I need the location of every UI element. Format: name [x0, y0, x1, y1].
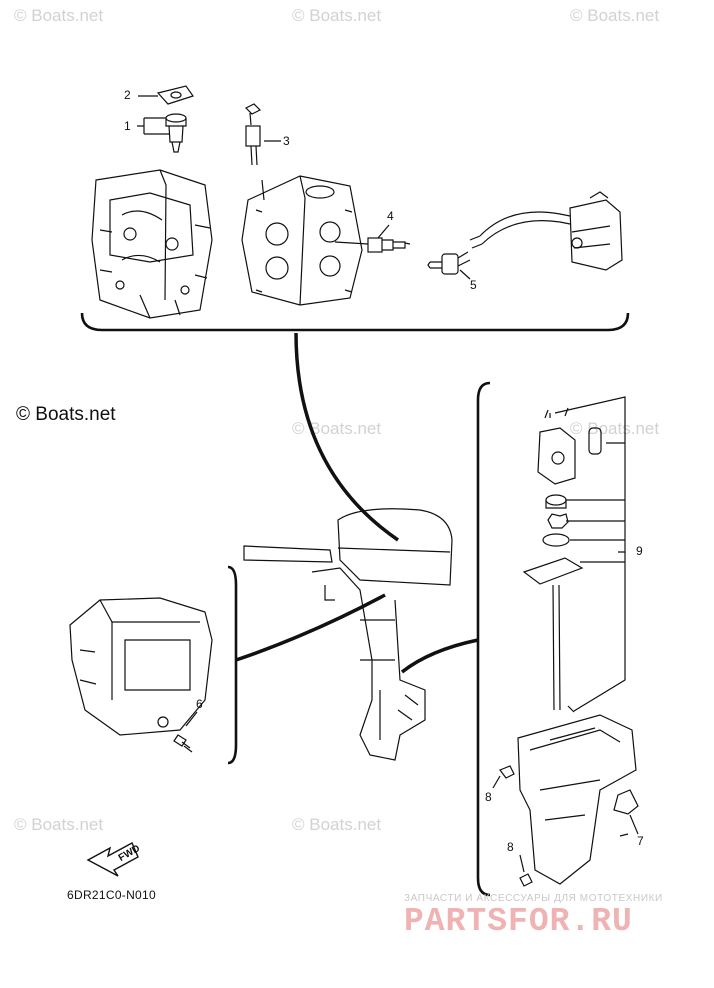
cylinder-head-drawing [241, 175, 363, 306]
brand-logo: PARTSFOR.RU [404, 903, 633, 940]
callout-number: 9 [636, 544, 643, 558]
right-group-bracket [476, 381, 491, 897]
anode-drawing [244, 103, 262, 166]
callout-number: 6 [196, 697, 203, 711]
callout-number: 8 [485, 790, 492, 804]
watermark: © Boats.net [14, 6, 104, 25]
watermark: © Boats.net [292, 6, 382, 25]
watermark: © Boats.net [292, 815, 382, 834]
watermark: © Boats.net [14, 815, 104, 834]
callout-number: 8 [507, 840, 514, 854]
spark-plug-drawing [334, 237, 411, 253]
watermark: © Boats.net [570, 6, 660, 25]
callout-number: 2 [124, 88, 131, 102]
callout-number: 1 [124, 119, 131, 133]
diagram-code: 6DR21C0-N010 [67, 888, 156, 902]
leader-line [400, 638, 479, 674]
top-group-bracket [80, 312, 630, 332]
gear-case-drawing [499, 714, 639, 887]
leader-line [235, 593, 386, 662]
watermark: © Boats.net [570, 419, 660, 438]
fwd-arrow-icon [86, 842, 139, 877]
brand-tagline: ЗАПЧАСТИ И АКСЕССУАРЫ ДЛЯ МОТОТЕХНИКИ [404, 893, 663, 904]
left-group-bracket [227, 565, 238, 765]
water-pump-drawing [522, 407, 602, 713]
outboard-motor-drawing [243, 508, 453, 761]
cylinder-block-drawing [91, 169, 213, 319]
lower-casing-drawing [69, 597, 213, 753]
callout-number: 4 [387, 209, 394, 223]
copyright-label: © Boats.net [16, 404, 116, 425]
gasket-thermostat-drawing [156, 85, 194, 153]
fuel-pump-drawing [427, 191, 623, 275]
callout-number: 7 [637, 834, 644, 848]
callout-number: 3 [283, 134, 290, 148]
callout-number: 5 [470, 278, 477, 292]
leader-line [294, 332, 399, 542]
